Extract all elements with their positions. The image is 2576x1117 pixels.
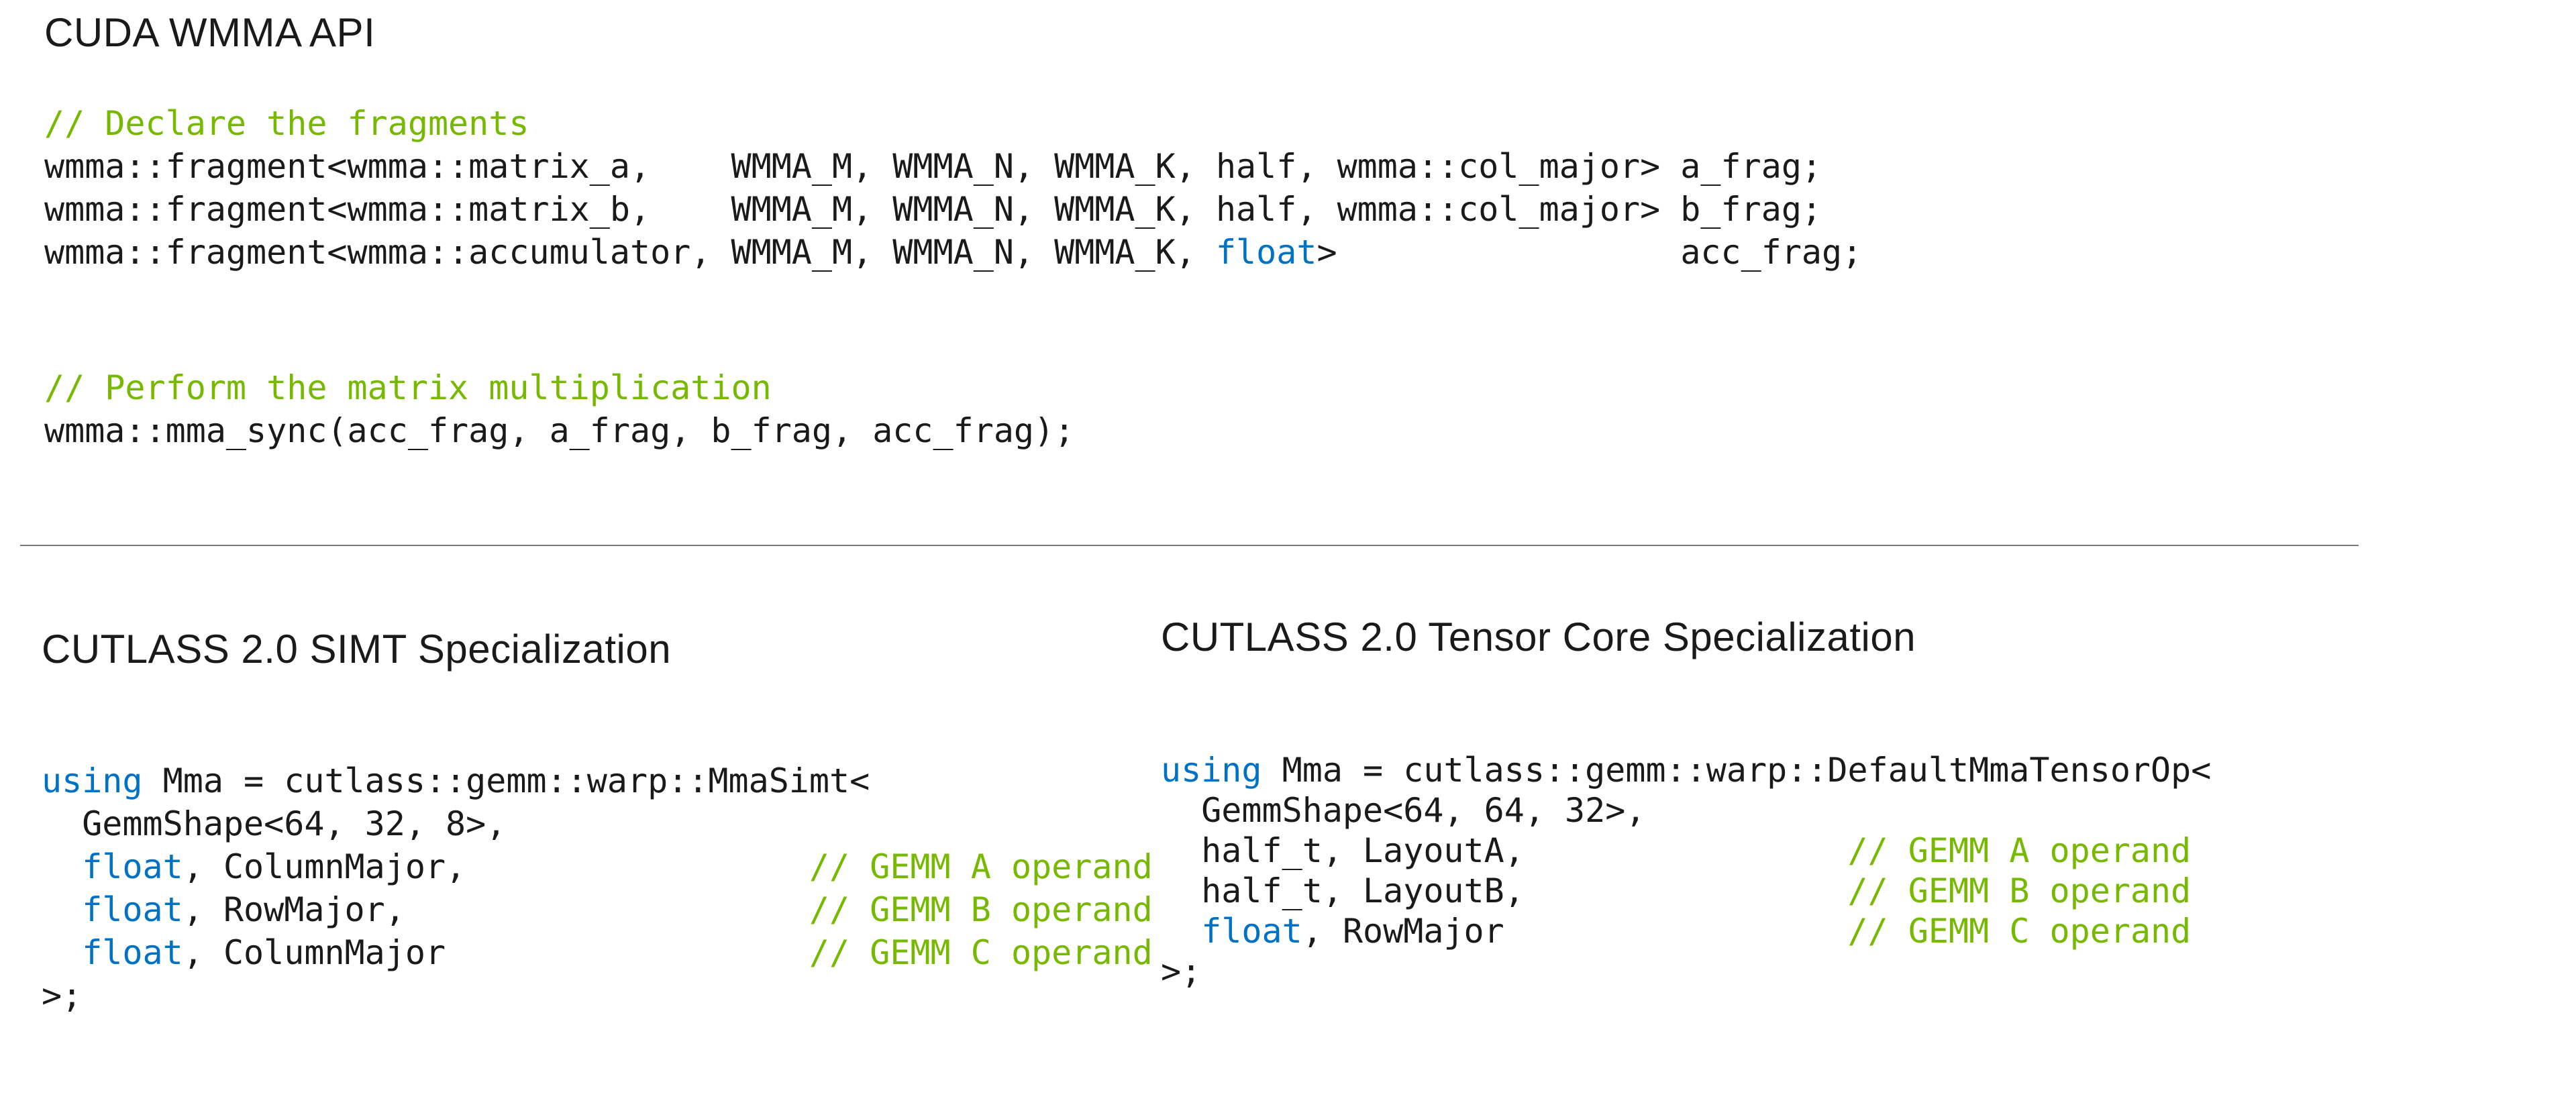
code-comment: // Declare the fragments — [44, 104, 529, 143]
code-text: wmma::fragment<wmma::matrix_a, WMMA_M, W… — [44, 147, 1822, 186]
simt-section-title: CUTLASS 2.0 SIMT Specialization — [42, 627, 672, 672]
code-keyword: float — [82, 847, 183, 886]
code-text — [1161, 912, 1201, 951]
code-line: >; — [1161, 951, 2211, 992]
code-comment: // GEMM B operand — [1847, 871, 2192, 910]
code-keyword: using — [42, 761, 143, 800]
code-text: GemmShape<64, 32, 8>, — [42, 804, 507, 843]
code-comment: // Perform the matrix multiplication — [44, 368, 772, 407]
code-text: , RowMajor — [1302, 912, 1848, 951]
code-comment: // GEMM A operand — [809, 847, 1153, 886]
code-text: , ColumnMajor, — [183, 847, 809, 886]
code-keyword: float — [1215, 233, 1317, 272]
code-text: half_t, LayoutA, — [1161, 831, 1848, 870]
code-keyword: float — [82, 890, 183, 929]
code-line: using Mma = cutlass::gemm::warp::Default… — [1161, 750, 2211, 790]
code-text — [42, 890, 82, 929]
code-text: half_t, LayoutB, — [1161, 871, 1848, 910]
code-text: > acc_frag; — [1317, 233, 1863, 272]
code-keyword: using — [1161, 751, 1262, 790]
tensor-section-title: CUTLASS 2.0 Tensor Core Specialization — [1161, 615, 1916, 659]
section-divider — [20, 545, 2359, 546]
code-line: float, ColumnMajor, // GEMM A operand — [42, 845, 1153, 888]
code-text: , RowMajor, — [183, 890, 809, 929]
code-line: float, ColumnMajor // GEMM C operand — [42, 931, 1153, 974]
code-comment: // GEMM A operand — [1847, 831, 2192, 870]
code-line: wmma::fragment<wmma::matrix_a, WMMA_M, W… — [44, 145, 1862, 188]
wmma-perform-code-block: // Perform the matrix multiplication wmma… — [44, 366, 1074, 452]
code-line: // Declare the fragments — [44, 102, 1862, 145]
code-text: , ColumnMajor — [183, 933, 809, 972]
code-line: wmma::mma_sync(acc_frag, a_frag, b_frag,… — [44, 409, 1074, 452]
code-text — [42, 847, 82, 886]
code-line: half_t, LayoutB, // GEMM B operand — [1161, 871, 2211, 911]
code-line: >; — [42, 974, 1153, 1017]
code-text: >; — [1161, 952, 1202, 991]
code-text: wmma::fragment<wmma::matrix_b, WMMA_M, W… — [44, 190, 1822, 229]
code-keyword: float — [82, 933, 183, 972]
code-comment: // GEMM C operand — [1847, 912, 2192, 951]
wmma-section-title: CUDA WMMA API — [44, 10, 376, 55]
code-text: GemmShape<64, 64, 32>, — [1161, 791, 1646, 830]
code-keyword: float — [1201, 912, 1302, 951]
code-comment: // GEMM B operand — [809, 890, 1153, 929]
tensor-code-block: using Mma = cutlass::gemm::warp::Default… — [1161, 750, 2211, 992]
code-line: GemmShape<64, 64, 32>, — [1161, 790, 2211, 831]
code-text: Mma = cutlass::gemm::warp::DefaultMmaTen… — [1261, 751, 2212, 790]
code-line: using Mma = cutlass::gemm::warp::MmaSimt… — [42, 759, 1153, 802]
code-line: float, RowMajor, // GEMM B operand — [42, 888, 1153, 931]
code-line: GemmShape<64, 32, 8>, — [42, 802, 1153, 845]
code-text — [42, 933, 82, 972]
code-text: wmma::mma_sync(acc_frag, a_frag, b_frag,… — [44, 411, 1075, 450]
code-line: float, RowMajor // GEMM C operand — [1161, 911, 2211, 951]
code-line: half_t, LayoutA, // GEMM A operand — [1161, 831, 2211, 871]
code-text: Mma = cutlass::gemm::warp::MmaSimt< — [142, 761, 870, 800]
code-text: >; — [42, 976, 83, 1015]
code-text: wmma::fragment<wmma::accumulator, WMMA_M… — [44, 233, 1216, 272]
code-line: // Perform the matrix multiplication — [44, 366, 1074, 409]
code-line: wmma::fragment<wmma::accumulator, WMMA_M… — [44, 231, 1862, 274]
code-comment: // GEMM C operand — [809, 933, 1153, 972]
code-line: wmma::fragment<wmma::matrix_b, WMMA_M, W… — [44, 188, 1862, 231]
simt-code-block: using Mma = cutlass::gemm::warp::MmaSimt… — [42, 759, 1153, 1017]
